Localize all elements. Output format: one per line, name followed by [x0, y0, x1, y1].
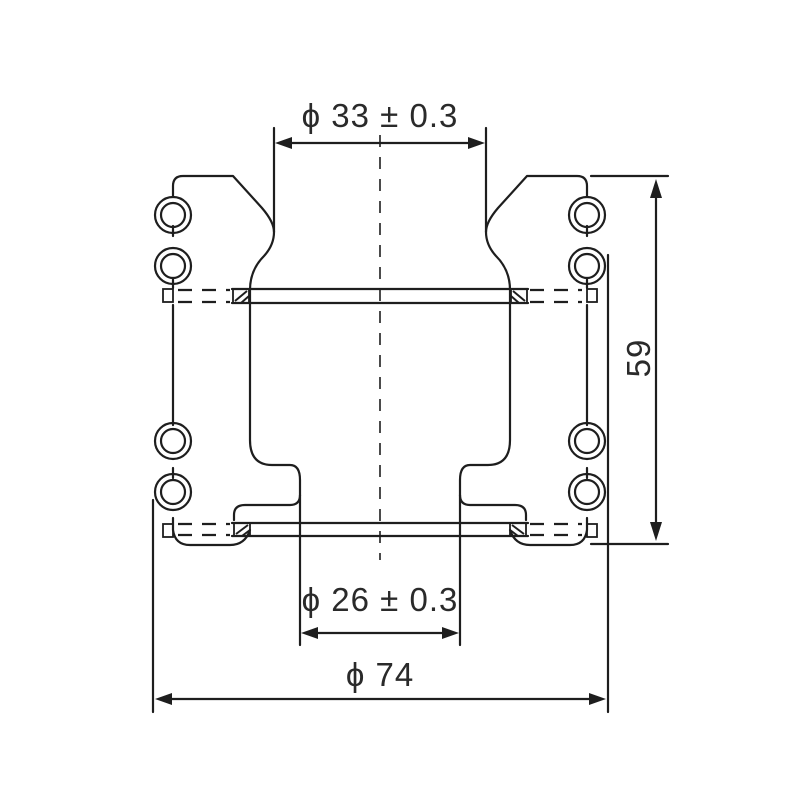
dimension-top-diameter: ϕ 33 ± 0.3 — [275, 97, 485, 149]
body-outline-right — [458, 174, 589, 547]
body-outline-left — [171, 174, 302, 547]
coil-rings-right — [567, 195, 607, 512]
height-label: 59 — [620, 339, 657, 378]
coil-ring-icon — [567, 472, 607, 512]
upper-ring-plate — [162, 287, 598, 305]
coil-ring-icon — [153, 421, 193, 461]
dimension-outer-diameter: ϕ 74 — [151, 253, 610, 714]
coil-ring-icon — [153, 195, 193, 235]
dimension-bottom-diameter: ϕ 26 ± 0.3 — [301, 581, 459, 639]
lower-ring-plate — [162, 521, 598, 538]
dimension-height: 59 — [589, 174, 670, 546]
bottom-bore-lines — [298, 493, 462, 647]
coil-ring-icon — [153, 246, 193, 286]
coil-rings-left — [153, 195, 193, 512]
top-diameter-label: ϕ 33 ± 0.3 — [302, 97, 459, 134]
outer-diameter-label: ϕ 74 — [346, 656, 414, 693]
top-bore-lines — [272, 126, 488, 234]
coil-ring-icon — [567, 246, 607, 286]
coil-ring-icon — [567, 421, 607, 461]
bottom-diameter-label: ϕ 26 ± 0.3 — [302, 581, 459, 618]
coil-ring-icon — [567, 195, 607, 235]
coil-ring-icon — [153, 472, 193, 512]
